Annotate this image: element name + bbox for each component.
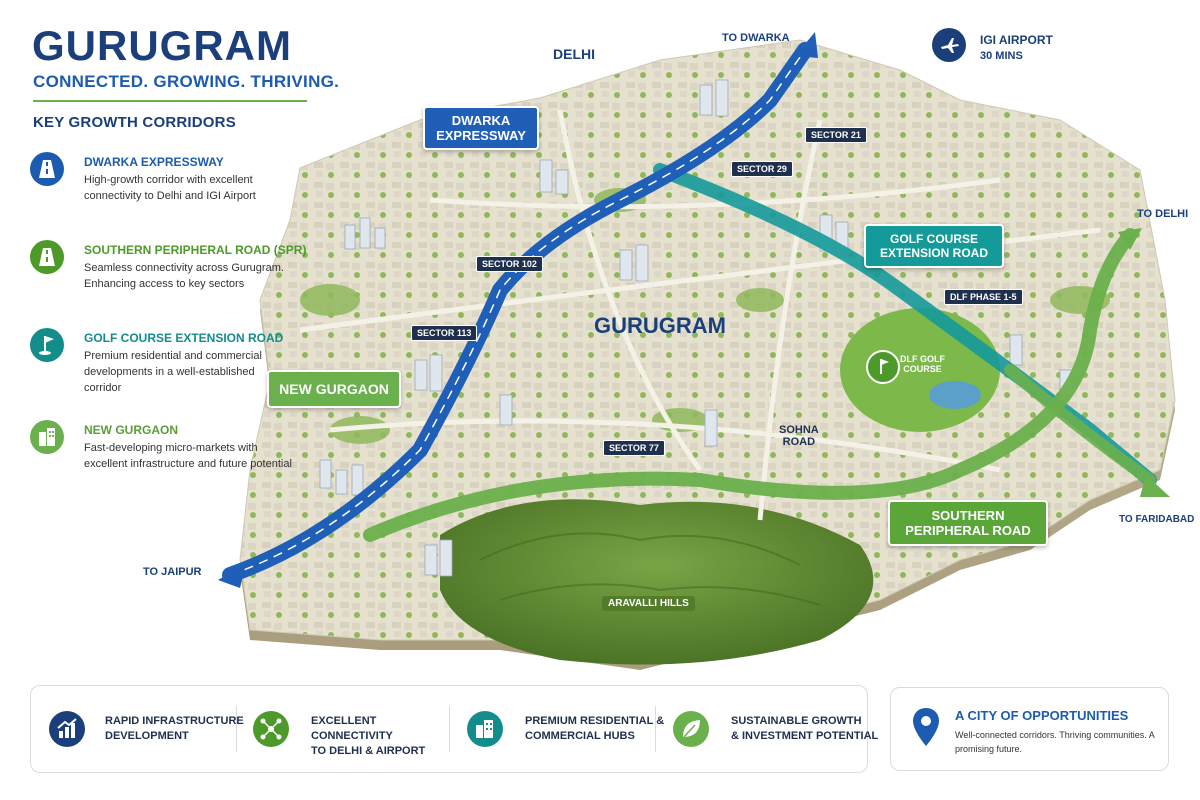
corridor-desc: Fast-developing micro-markets with excel… bbox=[84, 442, 292, 470]
highway-icon bbox=[30, 152, 64, 186]
sector-102-tag: SECTOR 102 bbox=[476, 256, 543, 272]
leaf-icon bbox=[673, 711, 709, 747]
page-title: GURUGRAM bbox=[32, 22, 292, 69]
opportunity-desc: Well-connected corridors. Thriving commu… bbox=[955, 730, 1155, 754]
corridor-desc: High-growth corridor with excellent conn… bbox=[84, 174, 256, 202]
feature-divider bbox=[236, 706, 237, 752]
corridor-desc: Seamless connectivity across Gurugram. E… bbox=[84, 262, 284, 290]
new-gurgaon-callout: NEW GURGAON bbox=[267, 370, 401, 408]
highway-icon bbox=[30, 240, 64, 274]
city-name-label: GURUGRAM bbox=[594, 313, 726, 338]
arrow-to-faridabad-icon bbox=[1140, 475, 1170, 497]
delhi-label: DELHI bbox=[553, 46, 595, 62]
network-icon bbox=[253, 711, 289, 747]
growth-chart-icon bbox=[49, 711, 85, 747]
opportunity-title: A CITY OF OPPORTUNITIES bbox=[955, 708, 1129, 723]
buildings-icon bbox=[30, 420, 64, 454]
buildings-icon bbox=[467, 711, 503, 747]
tagline-divider bbox=[33, 100, 307, 102]
feature-divider bbox=[449, 706, 450, 752]
igi-travel-time: 30 MINS bbox=[980, 50, 1023, 62]
corridor-title: DWARKA EXPRESSWAY bbox=[84, 155, 224, 169]
corridor-title: NEW GURGAON bbox=[84, 423, 178, 437]
arrow-to-dwarka-icon bbox=[795, 32, 818, 58]
airplane-icon bbox=[932, 28, 966, 62]
tagline: CONNECTED. GROWING. THRIVING. bbox=[33, 72, 340, 91]
to-dwarka-label: TO DWARKA bbox=[722, 32, 790, 44]
feature-residential: PREMIUM RESIDENTIAL &COMMERCIAL HUBS bbox=[525, 715, 665, 742]
igi-airport-label: IGI AIRPORT bbox=[980, 33, 1053, 47]
to-faridabad-label: TO FARIDABAD bbox=[1119, 514, 1195, 525]
feature-sustainable: SUSTAINABLE GROWTH& INVESTMENT POTENTIAL bbox=[731, 715, 879, 742]
sector-29-tag: SECTOR 29 bbox=[731, 161, 793, 177]
aravalli-hills-area bbox=[440, 499, 874, 665]
to-jaipur-label: TO JAIPUR bbox=[143, 566, 202, 578]
golf-flag-icon bbox=[30, 328, 64, 362]
to-delhi-label: TO DELHI bbox=[1137, 208, 1189, 220]
sector-77-tag: SECTOR 77 bbox=[603, 440, 665, 456]
corridors-heading: KEY GROWTH CORRIDORS bbox=[33, 114, 236, 131]
southern-peripheral-road bbox=[363, 228, 1137, 542]
location-pin-icon bbox=[911, 706, 941, 753]
golf-flag-icon bbox=[866, 350, 900, 384]
corridor-title: SOUTHERN PERIPHERAL ROAD (SPR) bbox=[84, 243, 307, 257]
sector-113-tag: SECTOR 113 bbox=[411, 325, 478, 341]
dlf-phase-tag: DLF PHASE 1-5 bbox=[944, 289, 1023, 305]
arrow-to-delhi-icon bbox=[1118, 228, 1142, 250]
feature-divider bbox=[655, 706, 656, 752]
aravalli-hills-label: ARAVALLI HILLS bbox=[602, 596, 695, 611]
sector-21-tag: SECTOR 21 bbox=[805, 127, 867, 143]
arrow-to-jaipur-icon bbox=[218, 564, 246, 588]
corridor-desc: Premium residential and commercial devel… bbox=[84, 350, 262, 394]
opportunity-card: A CITY OF OPPORTUNITIES Well-connected c… bbox=[890, 687, 1169, 771]
corridor-title: GOLF COURSE EXTENSION ROAD bbox=[84, 331, 284, 345]
